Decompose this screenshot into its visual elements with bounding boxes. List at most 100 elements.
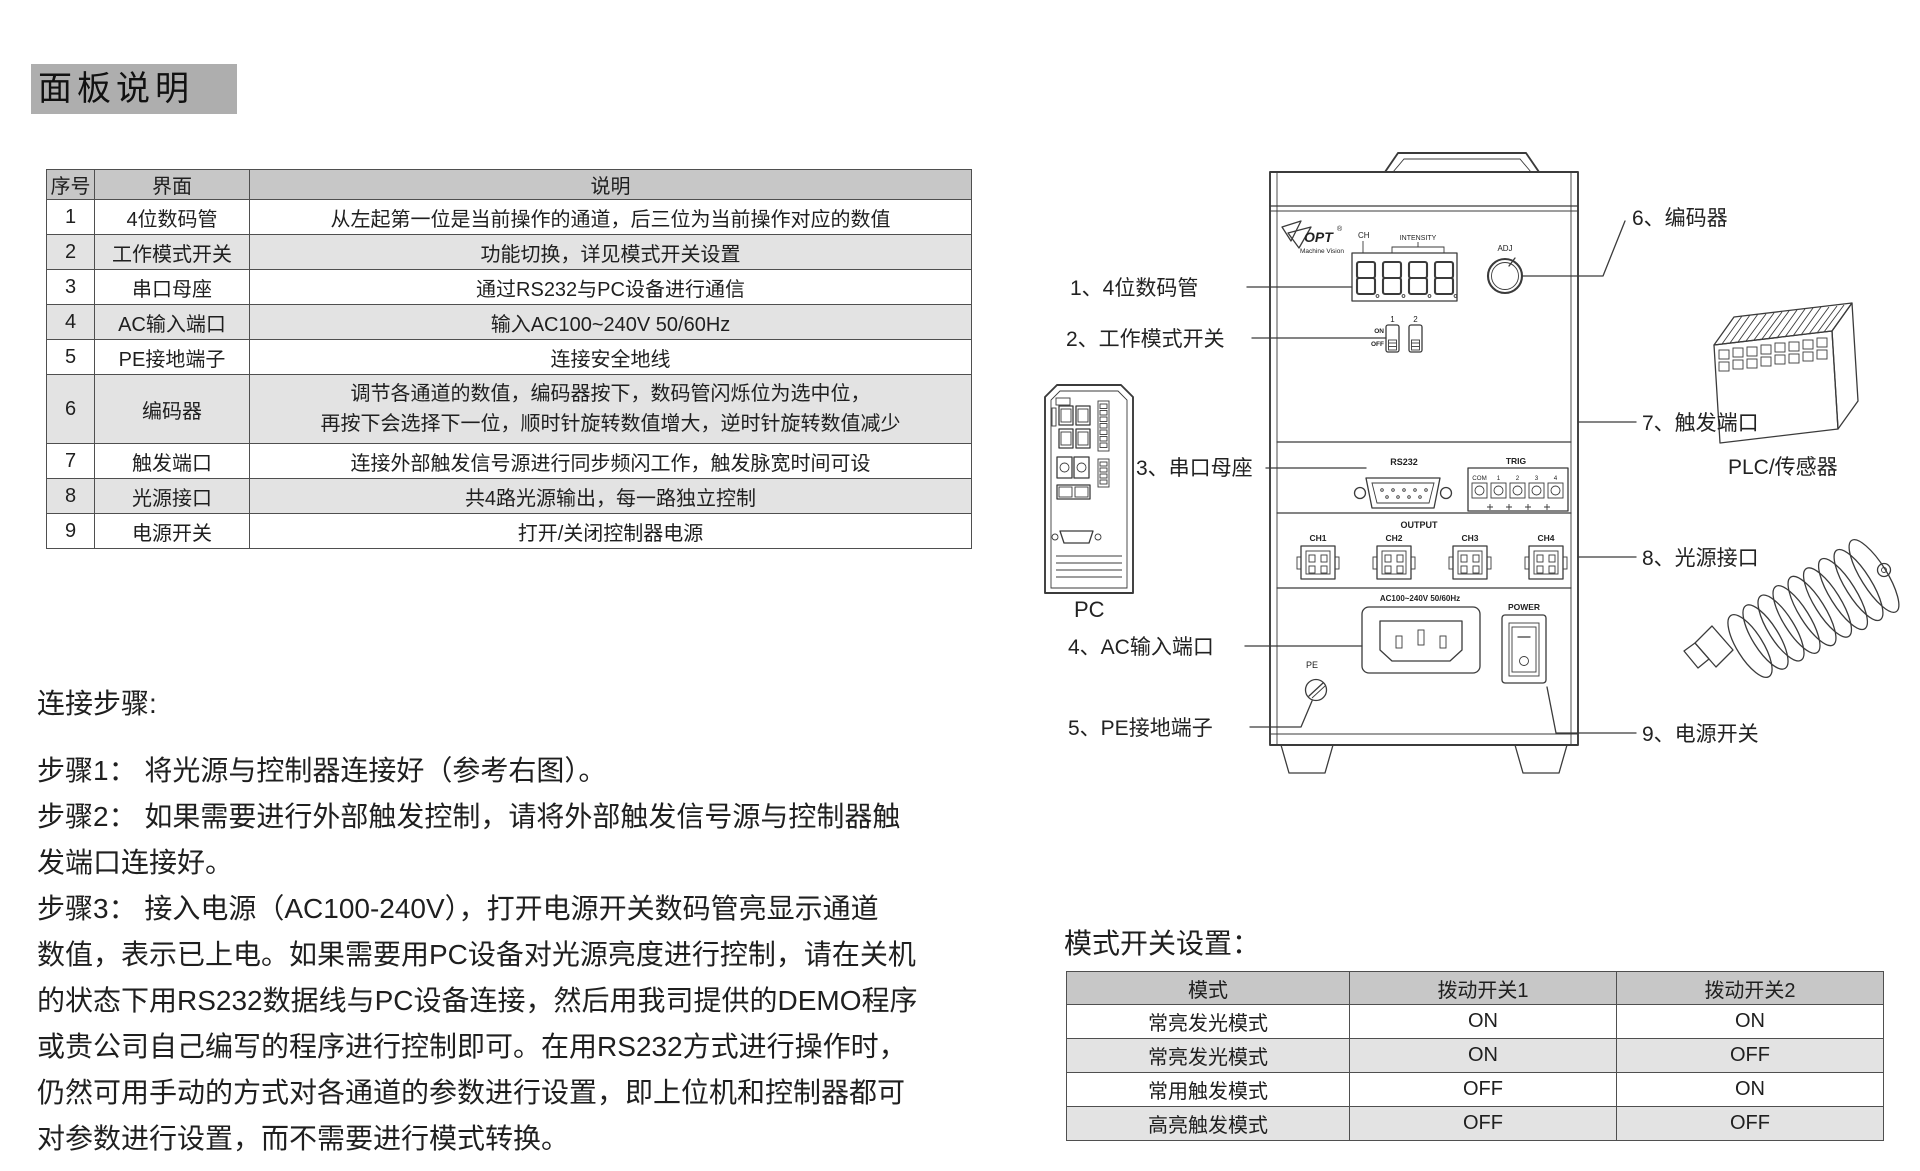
header-cell-interface: 界面 bbox=[94, 169, 250, 200]
callout-4: 4、AC输入端口 bbox=[1068, 636, 1214, 659]
handle bbox=[1384, 152, 1540, 173]
cell-sw2: ON bbox=[1616, 1004, 1884, 1039]
cell-sw2: OFF bbox=[1616, 1038, 1884, 1073]
table-header-row: 模式 拨动开关1 拨动开关2 bbox=[1066, 971, 1884, 1005]
mode-switch-table: 模式 拨动开关1 拨动开关2 常亮发光模式 ON ON 常亮发光模式 ON OF… bbox=[1066, 971, 1884, 1141]
table-row: 7 触发端口 连接外部触发信号源进行同步频闪工作，触发脉宽时间可设 bbox=[46, 443, 972, 479]
controller-body bbox=[1269, 152, 1579, 774]
cell-sw1: OFF bbox=[1349, 1072, 1617, 1107]
ch4-label: CH4 bbox=[1537, 533, 1554, 543]
cell-sw1: OFF bbox=[1349, 1106, 1617, 1141]
mode-table-title: 模式开关设置： bbox=[1064, 928, 1261, 959]
cell-mode: 常亮发光模式 bbox=[1066, 1004, 1350, 1039]
cell-no: 9 bbox=[46, 513, 95, 549]
table-row: 高亮触发模式 OFF OFF bbox=[1066, 1106, 1884, 1141]
switch2-label: 2 bbox=[1413, 315, 1418, 324]
switch1-label: 1 bbox=[1390, 315, 1395, 324]
callout-1: 1、4位数码管 bbox=[1070, 277, 1198, 300]
foot-right bbox=[1514, 744, 1568, 774]
cell-line-2: 再按下会选择下一位，顺时针旋转数值增大，逆时针旋转数值减少 bbox=[320, 413, 901, 435]
cell-description: 通过RS232与PC设备进行通信 bbox=[249, 269, 972, 305]
cell-mode: 常亮发光模式 bbox=[1066, 1038, 1350, 1073]
table-row: 常亮发光模式 ON ON bbox=[1066, 1004, 1884, 1039]
steps-paragraph: 步骤1： 将光源与控制器连接好（参考右图）。 步骤2： 如果需要进行外部触发控制… bbox=[37, 748, 918, 1162]
power-switch: POWER bbox=[1501, 602, 1547, 684]
callout-7: 7、触发端口 bbox=[1642, 412, 1759, 435]
trig-col-2: 2 bbox=[1516, 475, 1520, 482]
coil-light-source bbox=[1683, 539, 1900, 678]
cell-sw1: ON bbox=[1349, 1004, 1617, 1039]
cell-interface: PE接地端子 bbox=[94, 339, 250, 375]
plc-label: PLC/传感器 bbox=[1728, 456, 1838, 479]
dip-switch-1 bbox=[1385, 324, 1400, 353]
ch4-connector: CH4 bbox=[1524, 533, 1568, 580]
step-line: 步骤2： 如果需要进行外部触发控制，请将外部触发信号源与控制器触 bbox=[37, 801, 901, 832]
leader-lines bbox=[1244, 220, 1637, 734]
pe-label: PE bbox=[1306, 660, 1318, 670]
pc-label: PC bbox=[1074, 597, 1105, 622]
table-row: 3 串口母座 通过RS232与PC设备进行通信 bbox=[46, 269, 972, 305]
cell-description: 打开/关闭控制器电源 bbox=[249, 513, 972, 549]
cell-no: 3 bbox=[46, 269, 95, 305]
power-label: POWER bbox=[1508, 602, 1540, 612]
cell-description: 输入AC100~240V 50/60Hz bbox=[249, 304, 972, 340]
table-row: 5 PE接地端子 连接安全地线 bbox=[46, 339, 972, 375]
step-line: 或贵公司自己编写的程序进行控制即可。在用RS232方式进行操作时， bbox=[37, 1031, 907, 1062]
logo-subtext: Machine Vision bbox=[1300, 248, 1344, 255]
pe-ground-terminal: PE bbox=[1304, 660, 1328, 702]
cell-no: 8 bbox=[46, 478, 95, 514]
off-label: OFF bbox=[1371, 341, 1384, 348]
cell-line-1: 调节各通道的数值，编码器按下，数码管闪烁位为选中位， bbox=[350, 383, 871, 405]
step-line: 仍然可用手动的方式对各通道的参数进行设置，即上位机和控制器都可 bbox=[37, 1077, 906, 1108]
callout-2: 2、工作模式开关 bbox=[1066, 328, 1225, 351]
step-line: 对参数进行设置，而不需要进行模式转换。 bbox=[37, 1123, 570, 1154]
cell-description: 调节各通道的数值，编码器按下，数码管闪烁位为选中位， 再按下会选择下一位，顺时针… bbox=[249, 374, 972, 444]
ch3-label: CH3 bbox=[1461, 533, 1478, 543]
header-cell-description: 说明 bbox=[249, 169, 972, 200]
heat-sink-fins bbox=[1721, 304, 1845, 345]
trig-col-1: 1 bbox=[1497, 475, 1501, 482]
ch1-label: CH1 bbox=[1309, 533, 1326, 543]
output-label: OUTPUT bbox=[1401, 520, 1439, 530]
table-row: 2 工作模式开关 功能切换，详见模式开关设置 bbox=[46, 234, 972, 270]
cell-no: 4 bbox=[46, 304, 95, 340]
trig-label: TRIG bbox=[1506, 456, 1527, 466]
encoder-knob: ADJ bbox=[1486, 244, 1524, 295]
cell-mode: 常用触发模式 bbox=[1066, 1072, 1350, 1107]
step-line: 步骤3： 接入电源（AC100-240V），打开电源开关数码管亮显示通道 bbox=[37, 893, 879, 924]
cell-description: 从左起第一位是当前操作的通道，后三位为当前操作对应的数值 bbox=[249, 199, 972, 235]
table-row: 1 4位数码管 从左起第一位是当前操作的通道，后三位为当前操作对应的数值 bbox=[46, 199, 972, 235]
callout-3: 3、串口母座 bbox=[1136, 457, 1253, 480]
brand-logo: OPT ® Machine Vision bbox=[1281, 220, 1344, 255]
table-row: 4 AC输入端口 输入AC100~240V 50/60Hz bbox=[46, 304, 972, 340]
trig-col-3: 3 bbox=[1535, 475, 1539, 482]
rs232-label: RS232 bbox=[1390, 457, 1418, 467]
cell-interface: 光源接口 bbox=[94, 478, 250, 514]
table-row: 8 光源接口 共4路光源输出，每一路独立控制 bbox=[46, 478, 972, 514]
trig-col-com: COM bbox=[1472, 475, 1486, 482]
step-line: 数值，表示已上电。如果需要用PC设备对光源亮度进行控制，请在关机 bbox=[37, 939, 916, 970]
ch1-connector: CH1 bbox=[1296, 533, 1340, 580]
header-cell-switch1: 拨动开关1 bbox=[1349, 971, 1617, 1005]
table-row: 常用触发模式 OFF ON bbox=[1066, 1072, 1884, 1107]
logo-text: OPT bbox=[1304, 229, 1334, 245]
cell-interface: 串口母座 bbox=[94, 269, 250, 305]
cell-no: 2 bbox=[46, 234, 95, 270]
ch-label: CH bbox=[1358, 231, 1370, 240]
cell-no: 5 bbox=[46, 339, 95, 375]
cell-no: 7 bbox=[46, 443, 95, 479]
cell-interface: 编码器 bbox=[94, 374, 250, 444]
callout-5: 5、PE接地端子 bbox=[1068, 717, 1213, 740]
plc-sensor-box: PLC/传感器 bbox=[1713, 302, 1859, 479]
callout-9: 9、电源开关 bbox=[1642, 723, 1759, 746]
rs232-connector: RS232 bbox=[1353, 457, 1453, 509]
callout-8: 8、光源接口 bbox=[1642, 547, 1759, 570]
adj-label: ADJ bbox=[1497, 244, 1512, 253]
plc-terminals bbox=[1718, 337, 1828, 372]
registered-mark: ® bbox=[1337, 225, 1343, 233]
header-cell-mode: 模式 bbox=[1066, 971, 1350, 1005]
cell-interface: 触发端口 bbox=[94, 443, 250, 479]
step-line: 发端口连接好。 bbox=[37, 847, 234, 878]
ch3-connector: CH3 bbox=[1448, 533, 1492, 580]
table-row: 6 编码器 调节各通道的数值，编码器按下，数码管闪烁位为选中位， 再按下会选择下… bbox=[46, 374, 972, 444]
